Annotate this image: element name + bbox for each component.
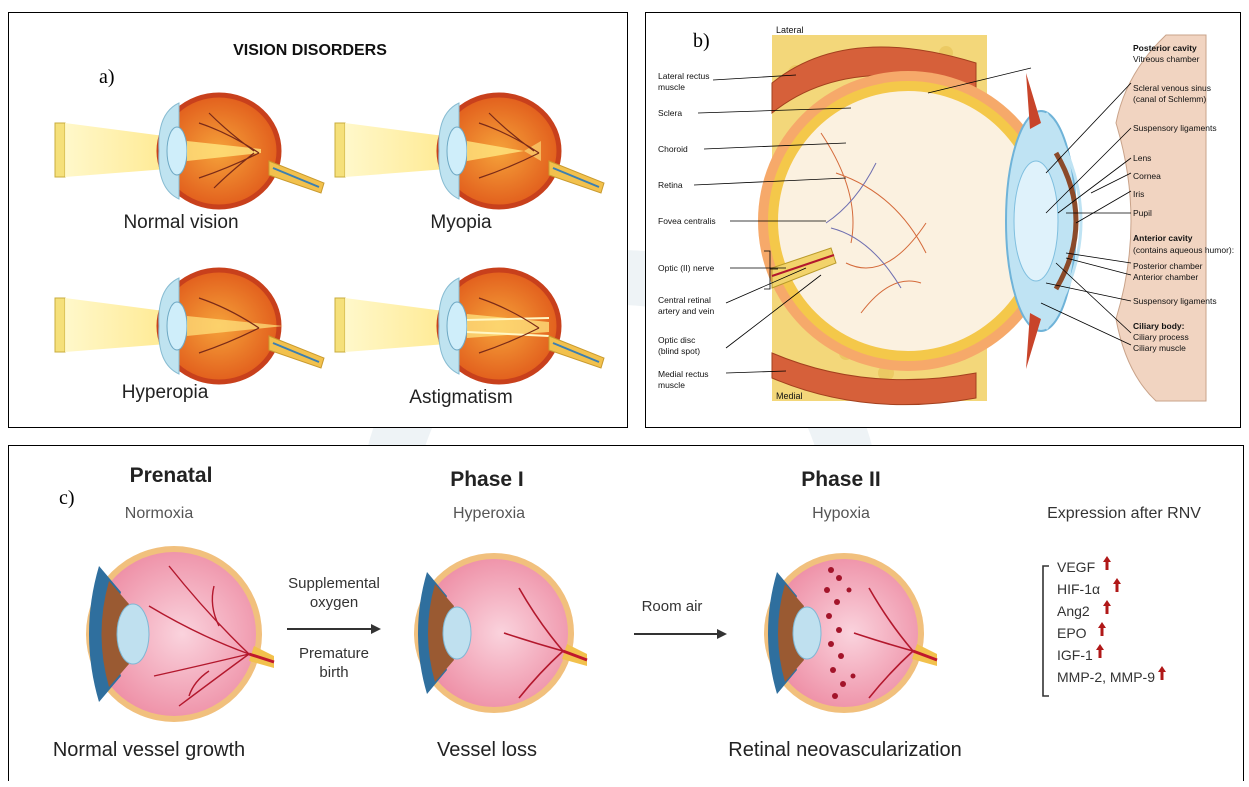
label-lens: Lens	[1133, 153, 1151, 163]
up-arrow-icon	[1113, 578, 1121, 592]
label-sclera: Sclera	[658, 108, 682, 118]
label-posterior-cavity: Posterior cavity	[1133, 43, 1197, 53]
eye-prenatal	[86, 546, 274, 722]
label-lateral: Lateral	[776, 25, 804, 35]
stage-title-phase1: Phase I	[450, 468, 524, 491]
lens	[1014, 161, 1058, 281]
label-medial-rectus: Medial rectus	[658, 369, 709, 379]
svg-text:birth: birth	[319, 664, 348, 681]
svg-text:Room air: Room air	[642, 598, 703, 615]
label-fovea: Fovea centralis	[658, 216, 716, 226]
eye-phase1	[414, 553, 587, 713]
eye-phase2	[764, 553, 937, 713]
label-anterior-chamber: Anterior chamber	[1133, 272, 1198, 282]
eye-normal-vision	[55, 95, 324, 207]
eye-myopia	[335, 95, 604, 207]
caption-retinal-neovascularization: Retinal neovascularization	[728, 739, 961, 761]
up-arrow-icon	[1158, 666, 1166, 680]
marker-vegf: VEGF	[1057, 559, 1095, 575]
panel-eye-anatomy: Lateral rectus muscle Sclera Choroid Ret…	[645, 12, 1241, 428]
caption-normal-vessel-growth: Normal vessel growth	[53, 739, 245, 761]
arrow-supplemental-oxygen: Supplemental oxygen Premature birth	[287, 575, 381, 681]
expression-title: Expression after RNV	[1047, 505, 1201, 522]
label-vitreous: Vitreous chamber	[1133, 54, 1200, 64]
label-scleral-sinus: Scleral venous sinus	[1133, 83, 1211, 93]
caption-myopia: Myopia	[430, 212, 492, 233]
label-optic-disc-2: (blind spot)	[658, 346, 700, 356]
label-medial: Medial	[776, 391, 803, 401]
stage-condition-hyperoxia: Hyperoxia	[453, 505, 525, 522]
panel-b-letter: b)	[693, 30, 710, 52]
marker-epo: EPO	[1057, 625, 1087, 641]
label-ciliary-process: Ciliary process	[1133, 332, 1189, 342]
caption-astigmatism: Astigmatism	[409, 387, 512, 408]
label-cornea: Cornea	[1133, 171, 1161, 181]
caption-vessel-loss: Vessel loss	[437, 739, 537, 761]
label-suspensory-1: Suspensory ligaments	[1133, 123, 1217, 133]
label-lateral-rectus-2: muscle	[658, 82, 685, 92]
label-iris: Iris	[1133, 189, 1144, 199]
up-arrow-icon	[1098, 622, 1106, 636]
panel-c-letter: c)	[59, 487, 75, 509]
up-arrow-icon	[1103, 600, 1111, 614]
caption-hyperopia: Hyperopia	[122, 382, 209, 403]
stage-condition-hypoxia: Hypoxia	[812, 505, 870, 522]
rop-phases-diagram: c) Prenatal Normoxia Phase I Hyperoxia P…	[9, 446, 1242, 782]
vision-disorders-diagram: VISION DISORDERS a) Normal vision	[9, 13, 626, 426]
eye-anatomy-diagram: Lateral rectus muscle Sclera Choroid Ret…	[646, 13, 1239, 426]
svg-text:oxygen: oxygen	[310, 594, 358, 611]
label-aqueous: (contains aqueous humor):	[1133, 245, 1234, 255]
marker-igf: IGF-1	[1057, 647, 1093, 663]
label-lateral-rectus: Lateral rectus	[658, 71, 710, 81]
marker-mmp: MMP-2, MMP-9	[1057, 669, 1155, 685]
stage-title-prenatal: Prenatal	[130, 464, 213, 487]
eye-astigmatism	[335, 270, 604, 382]
arrow-room-air: Room air	[634, 598, 727, 639]
svg-text:Supplemental: Supplemental	[288, 575, 380, 592]
up-arrow-icon	[1103, 556, 1111, 570]
caption-normal-vision: Normal vision	[123, 212, 238, 233]
label-central-retinal: Central retinal	[658, 295, 711, 305]
label-ciliary-body: Ciliary body:	[1133, 321, 1185, 331]
label-central-retinal-2: artery and vein	[658, 306, 714, 316]
panel-a-letter: a)	[99, 66, 115, 88]
panel-a-title: VISION DISORDERS	[233, 42, 387, 59]
up-arrow-icon	[1096, 644, 1104, 658]
panel-vision-disorders: VISION DISORDERS a) Normal vision	[8, 12, 628, 428]
marker-hif: HIF-1α	[1057, 581, 1100, 597]
label-optic-nerve: Optic (II) nerve	[658, 263, 714, 273]
label-retina: Retina	[658, 180, 683, 190]
expression-bracket	[1043, 566, 1049, 696]
marker-ang2: Ang2	[1057, 603, 1090, 619]
panel-rop-phases: c) Prenatal Normoxia Phase I Hyperoxia P…	[8, 445, 1244, 781]
eye-hyperopia	[55, 270, 324, 382]
label-ciliary-muscle: Ciliary muscle	[1133, 343, 1186, 353]
label-scleral-sinus-2: (canal of Schlemm)	[1133, 94, 1206, 104]
svg-text:Premature: Premature	[299, 645, 369, 662]
stage-condition-normoxia: Normoxia	[125, 505, 194, 522]
stage-title-phase2: Phase II	[801, 468, 880, 491]
label-anterior-cavity: Anterior cavity	[1133, 233, 1193, 243]
label-medial-rectus-2: muscle	[658, 380, 685, 390]
label-optic-disc: Optic disc	[658, 335, 696, 345]
label-choroid: Choroid	[658, 144, 688, 154]
label-posterior-chamber: Posterior chamber	[1133, 261, 1203, 271]
label-pupil: Pupil	[1133, 208, 1152, 218]
label-suspensory-2: Suspensory ligaments	[1133, 296, 1217, 306]
